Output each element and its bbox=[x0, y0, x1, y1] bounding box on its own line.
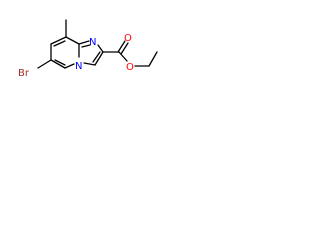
pyridine-ring-bonds bbox=[50, 36, 80, 69]
bond-c5-n4 bbox=[64, 63, 75, 69]
bond-c3-n4 bbox=[83, 62, 96, 66]
bond-c7-c8-double bbox=[53, 40, 66, 47]
bond-ch2-ch3 bbox=[148, 51, 158, 67]
bond-c8a-n1 bbox=[78, 40, 90, 45]
bond-carbonyl-o-double-a bbox=[117, 40, 126, 53]
bond-carbonyl-o-ester bbox=[118, 51, 128, 62]
bond-c6-c5-double bbox=[54, 59, 66, 66]
atom-label-br: Br bbox=[18, 68, 30, 79]
bond-c2-c3-double bbox=[92, 51, 101, 63]
bond-c2-c3 bbox=[94, 51, 104, 66]
atom-label-n4: N bbox=[75, 61, 82, 72]
atom-label-carbonyl-o: O bbox=[124, 33, 132, 44]
bond-c8a-n1-double bbox=[81, 44, 91, 48]
chemical-structure: Br N N O O bbox=[18, 19, 158, 79]
atom-label-ester-o: O bbox=[126, 62, 134, 73]
atom-label-n1: N bbox=[89, 37, 96, 48]
imidazole-ring-bonds bbox=[78, 40, 104, 66]
bond-c6-c5 bbox=[50, 59, 66, 69]
bond-carbonyl-o-double-b bbox=[120, 42, 129, 55]
substituent-bonds bbox=[37, 19, 158, 69]
bond-c8-c8a bbox=[65, 36, 80, 45]
bond-c8-c7 bbox=[50, 36, 67, 45]
bond-c6-br bbox=[37, 59, 52, 69]
bond-n1-c2 bbox=[97, 44, 104, 53]
